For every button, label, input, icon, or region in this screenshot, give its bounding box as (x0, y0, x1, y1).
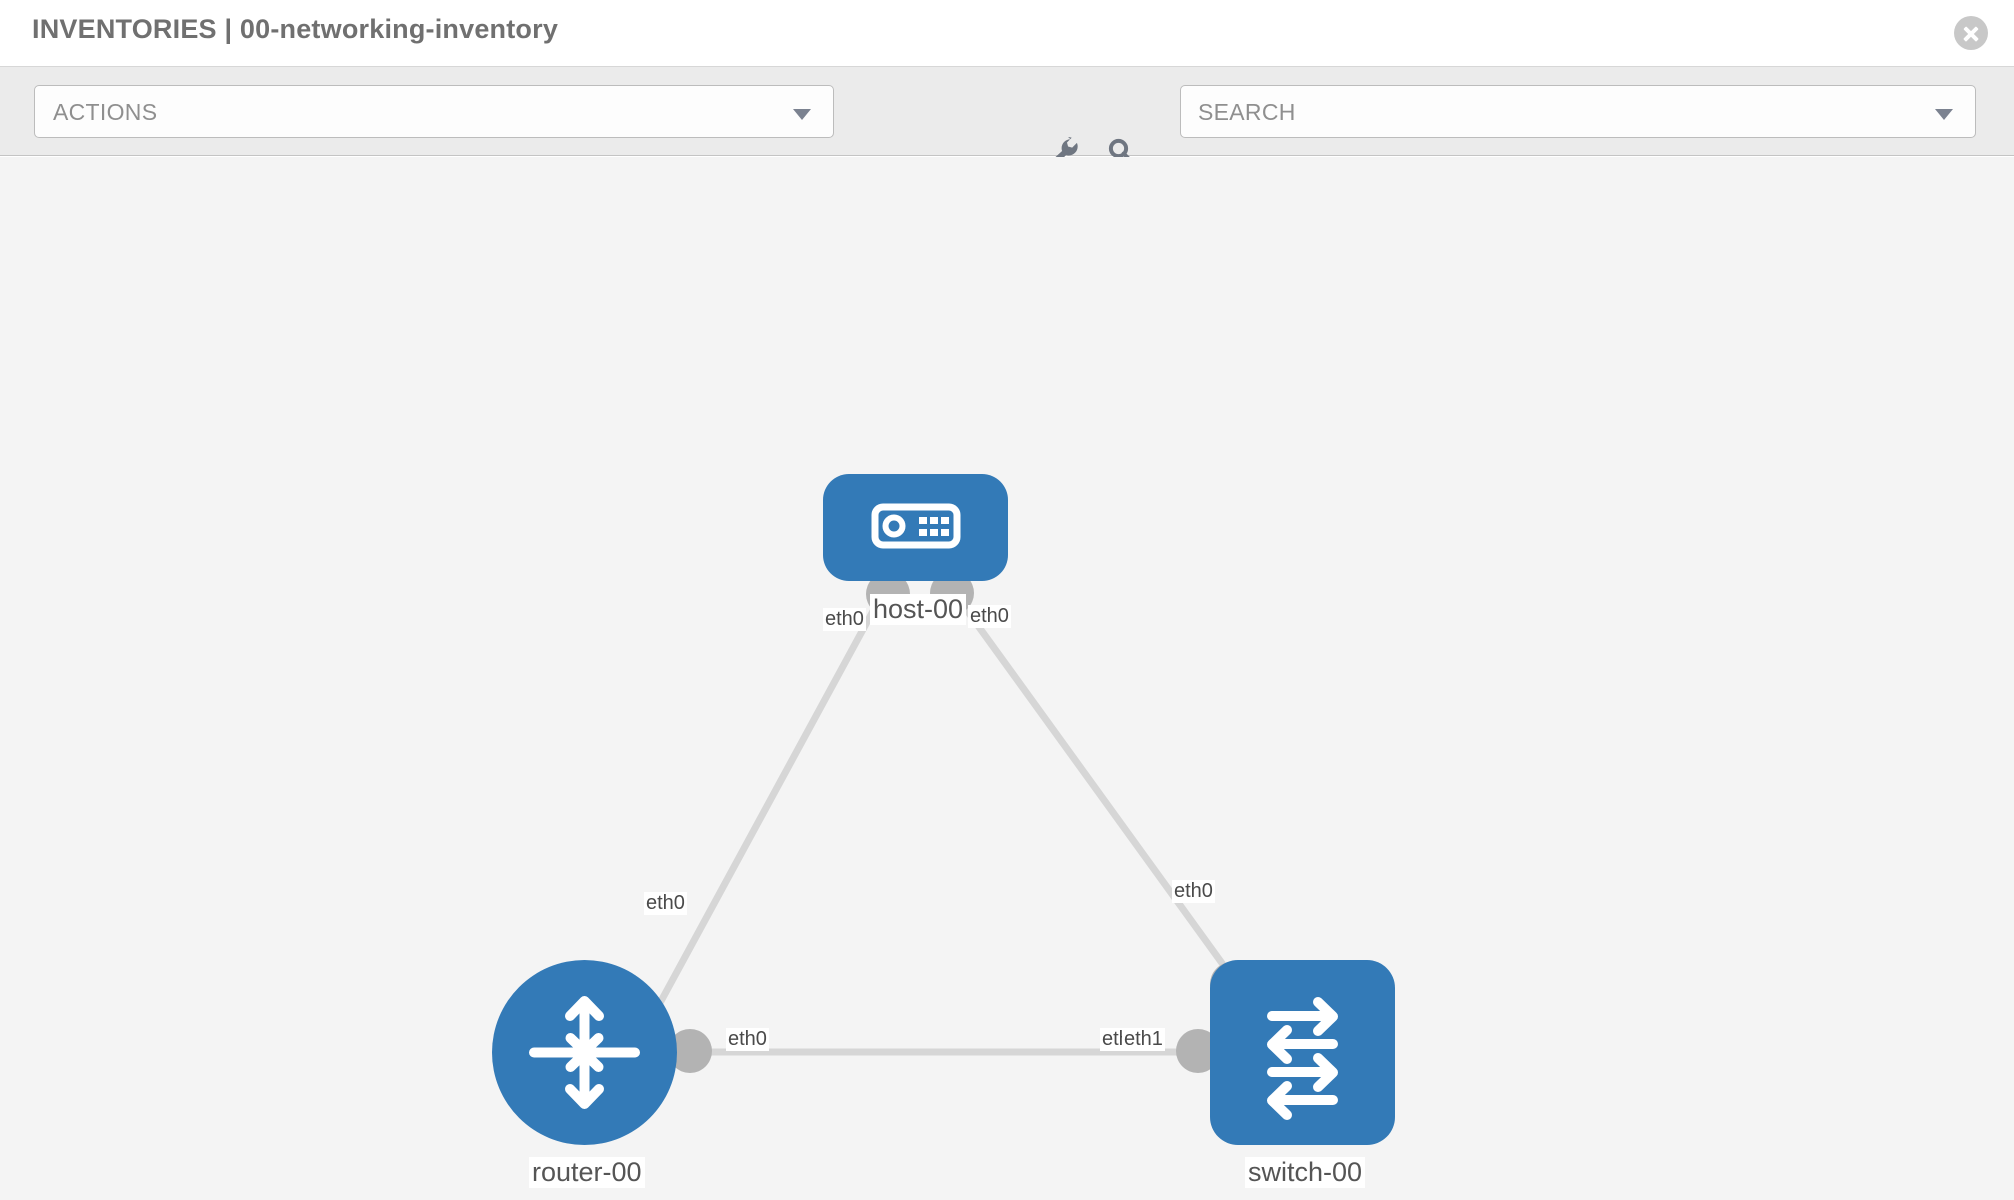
actions-dropdown[interactable]: ACTIONS (34, 85, 834, 138)
topology-node-label-switch-00: switch-00 (1245, 1157, 1366, 1188)
topology-links-layer (656, 571, 1254, 1073)
actions-dropdown-label: ACTIONS (53, 99, 158, 125)
interface-label-router-right: eth0 (726, 1028, 769, 1051)
page-title: INVENTORIES | 00-networking-inventory (32, 14, 559, 44)
interface-label-host-left: eth0 (823, 608, 866, 631)
interface-label-switch-uplink: eth0 (1172, 880, 1215, 903)
interface-label-switch-left-b: eth1 (1122, 1028, 1165, 1051)
topology-node-label-router-00: router-00 (529, 1157, 645, 1188)
topology-node-host-00[interactable] (823, 474, 1008, 581)
toolbar: ACTIONS SEARCH (0, 67, 2014, 171)
topology-node-switch-00[interactable] (1210, 960, 1395, 1145)
server-icon (871, 503, 961, 549)
router-arrows-icon (529, 996, 640, 1109)
close-icon[interactable] (1954, 16, 1988, 50)
interface-label-host-right: eth0 (968, 605, 1011, 628)
switch-arrows-icon (1267, 997, 1338, 1120)
topology-canvas[interactable]: host-00 router-00 switch-00 eth0 eth0 et… (0, 157, 2014, 1200)
search-placeholder: SEARCH (1198, 99, 1296, 125)
endpoint-router-right (668, 1029, 712, 1073)
chevron-down-icon (793, 109, 811, 120)
topology-node-label-host-00: host-00 (870, 594, 967, 625)
chevron-down-icon (1935, 109, 1953, 120)
endpoint-switch-left (1176, 1029, 1220, 1073)
link-host-router (656, 587, 889, 1005)
topology-node-router-00[interactable] (492, 960, 677, 1145)
title-bar: INVENTORIES | 00-networking-inventory (0, 0, 2014, 67)
interface-label-router-uplink: eth0 (644, 892, 687, 915)
link-host-switch (947, 584, 1235, 980)
search-input[interactable]: SEARCH (1180, 85, 1976, 138)
